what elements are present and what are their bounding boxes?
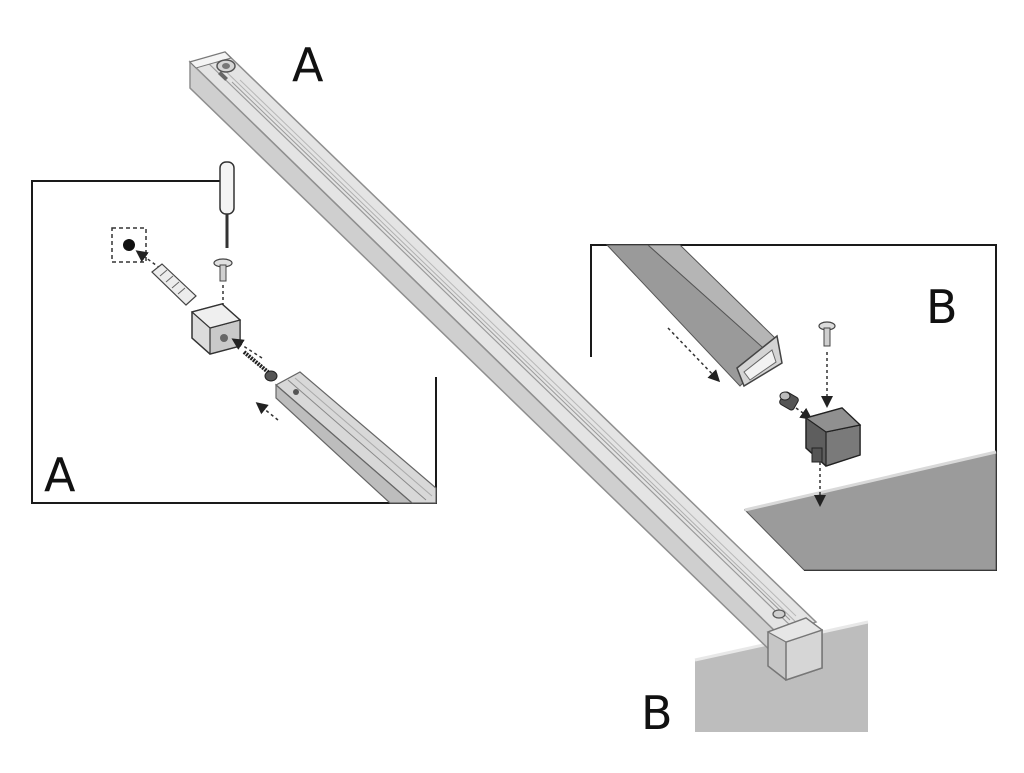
wall-bracket-icon xyxy=(190,303,242,355)
bar-top-end xyxy=(216,59,236,81)
inset-a-frame xyxy=(31,180,437,504)
inset-a-plug-arrow xyxy=(135,250,161,269)
grub-screw-icon xyxy=(242,350,278,382)
grub-screw-icon xyxy=(779,391,799,411)
end-cap-icon xyxy=(804,407,862,467)
label-a-inset: A xyxy=(44,448,76,502)
screwdriver-icon xyxy=(219,161,235,248)
inset-b-slide-arrow xyxy=(667,327,721,383)
label-a-main: A xyxy=(292,38,324,92)
inset-b-glass-panel xyxy=(744,450,997,571)
drill-hole-icon xyxy=(111,227,147,263)
screw-icon xyxy=(213,258,233,282)
inset-b-rail-section xyxy=(605,244,783,388)
inset-a-rail-arrow xyxy=(255,402,279,421)
wall-plug-icon xyxy=(151,263,197,306)
stabilizer-bar xyxy=(188,51,818,662)
inset-a-rail-section xyxy=(274,371,437,504)
label-b-main: B xyxy=(641,686,673,740)
label-b-inset: B xyxy=(926,280,958,334)
screw-icon xyxy=(818,321,836,347)
inset-b-grub-arrow xyxy=(795,407,813,420)
main-end-cap xyxy=(766,609,824,682)
